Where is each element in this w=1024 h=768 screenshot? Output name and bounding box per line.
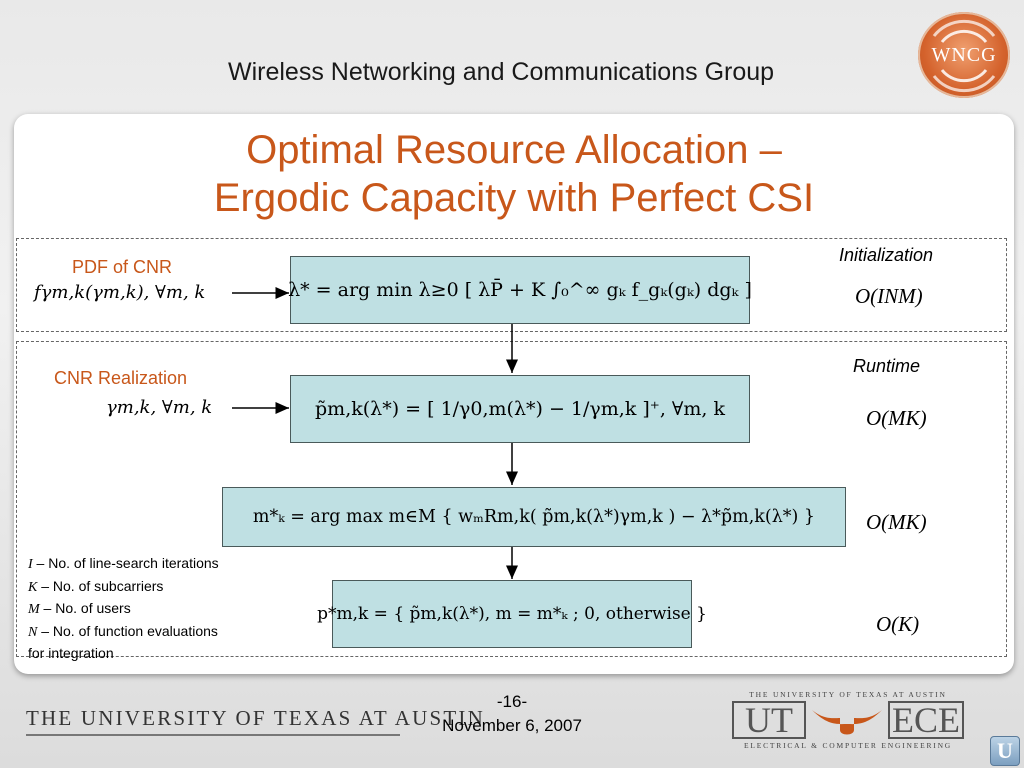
wifi-waves-icon <box>932 19 996 93</box>
legend-symbol: K <box>28 579 38 595</box>
runtime-label: Runtime <box>853 356 921 376</box>
equation-4: p*m,k = { p̃m,k(λ*), m = m*ₖ ; 0, otherw… <box>317 604 707 624</box>
runtime-complexity-1: O(MK) <box>866 406 927 430</box>
lambda-optimization-box: λ* = arg min λ≥0 [ λP̄ + K ∫₀^∞ gₖ f_gₖ(… <box>288 256 752 324</box>
title-line-1: Optimal Resource Allocation – <box>246 128 782 172</box>
title-line-2: Ergodic Capacity with Perfect CSI <box>213 176 815 220</box>
header-title: Wireless Networking and Communications G… <box>228 58 775 86</box>
longhorn-icon <box>812 710 882 735</box>
page-number: -16- <box>496 692 528 711</box>
logo-text: WNCG <box>931 44 997 66</box>
footer-divider <box>26 734 400 736</box>
user-selection-box: m*ₖ = arg max m∈M { wₘRm,k( p̃m,k(λ*)γm,… <box>222 487 846 547</box>
legend-text: – No. of users <box>39 600 131 616</box>
final-power-box: p*m,k = { p̃m,k(λ*), m = m*ₖ ; 0, otherw… <box>317 580 707 648</box>
logo-ut-text: UT <box>732 701 806 739</box>
logo-ece-text: ECE <box>888 701 964 739</box>
pdf-expression: fγm,k(γm,k), ∀m, k <box>34 282 206 303</box>
equation-3: m*ₖ = arg max m∈M { wₘRm,k( p̃m,k(λ*)γm,… <box>252 507 816 527</box>
notation-legend: I – No. of line-search iterations K – No… <box>28 553 219 664</box>
equation-2: p̃m,k(λ*) = [ 1/γ0,m(λ*) − 1/γm,k ]⁺, ∀m… <box>315 398 725 420</box>
logo-top-text: THE UNIVERSITY OF TEXAS AT AUSTIN <box>749 690 947 699</box>
legend-symbol: I <box>28 557 33 572</box>
slide-date: November 6, 2007 <box>442 716 582 735</box>
legend-text: – No. of subcarriers <box>37 577 164 594</box>
wncg-logo: WNCG <box>918 12 1010 98</box>
u-corner-icon[interactable]: U <box>990 736 1020 766</box>
init-complexity: O(INM) <box>855 284 923 308</box>
legend-symbol: N <box>28 624 38 640</box>
logo-bottom-text: ELECTRICAL & COMPUTER ENGINEERING <box>743 741 953 750</box>
ut-ece-logo: THE UNIVERSITY OF TEXAS AT AUSTIN UT ECE… <box>732 690 964 752</box>
legend-item-i: I – No. of line-search iterations <box>28 553 219 576</box>
runtime-complexity-3: O(K) <box>876 612 920 636</box>
university-name: THE UNIVERSITY OF TEXAS AT AUSTIN <box>26 706 485 730</box>
cnr-expression: γm,k, ∀m, k <box>106 397 213 418</box>
legend-symbol: M <box>28 602 40 617</box>
legend-item-n: N – No. of function evaluations <box>28 621 219 644</box>
power-allocation-box: p̃m,k(λ*) = [ 1/γ0,m(λ*) − 1/γm,k ]⁺, ∀m… <box>290 375 750 443</box>
legend-text: – No. of line-search iterations <box>32 555 219 571</box>
legend-item-m: M – No. of users <box>28 598 219 621</box>
equation-1: λ* = arg min λ≥0 [ λP̄ + K ∫₀^∞ gₖ f_gₖ(… <box>288 279 752 301</box>
legend-item-n-cont: for integration <box>28 645 114 661</box>
runtime-complexity-2: O(MK) <box>866 510 927 534</box>
pdf-label: PDF of CNR <box>72 257 173 277</box>
cnr-label: CNR Realization <box>54 368 188 388</box>
initialization-label: Initialization <box>839 245 934 265</box>
legend-item-k: K – No. of subcarriers <box>28 576 219 599</box>
legend-text: – No. of function evaluations <box>37 622 218 639</box>
slide-title: Optimal Resource Allocation – Ergodic Ca… <box>14 126 1014 222</box>
